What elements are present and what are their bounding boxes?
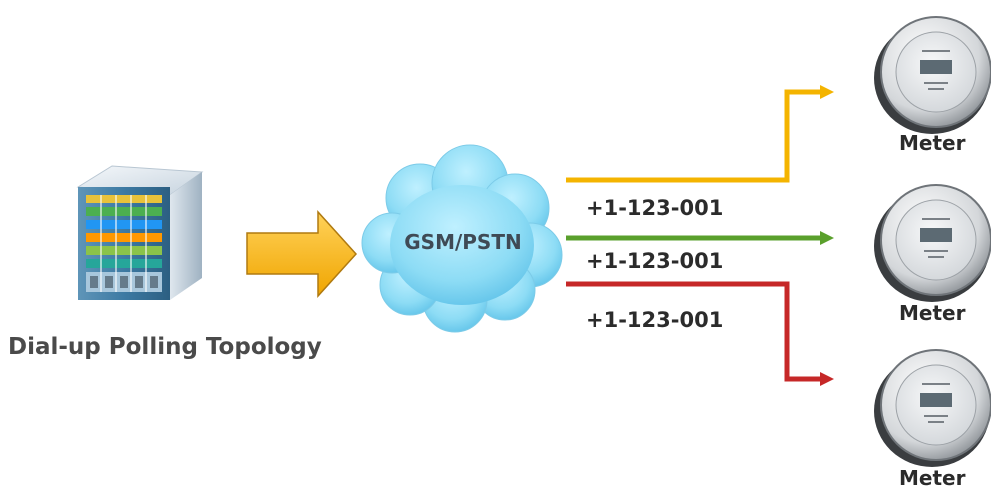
flow-arrow (246, 210, 358, 298)
link-arrowhead-2 (820, 231, 834, 245)
meter-label: Meter (899, 131, 966, 155)
meter-icon (874, 349, 991, 467)
meter-label: Meter (899, 301, 966, 325)
link-phone-label: +1-123-001 (586, 308, 724, 332)
server-rack-icon (76, 165, 204, 300)
link-arrowhead-1 (820, 85, 834, 99)
meter-label: Meter (899, 466, 966, 490)
link-line-1 (566, 89, 822, 183)
link-phone-label: +1-123-001 (586, 249, 724, 273)
network-label: GSM/PSTN (404, 230, 522, 254)
rack-panel (86, 195, 162, 292)
link-phone-label: +1-123-001 (586, 196, 724, 220)
cloud-icon (361, 144, 563, 333)
link-arrowhead-3 (820, 372, 834, 386)
link-line-3 (566, 281, 822, 382)
meter-icon (874, 16, 991, 134)
diagram-caption: Dial-up Polling Topology (8, 334, 322, 360)
meter-icon (874, 184, 991, 302)
